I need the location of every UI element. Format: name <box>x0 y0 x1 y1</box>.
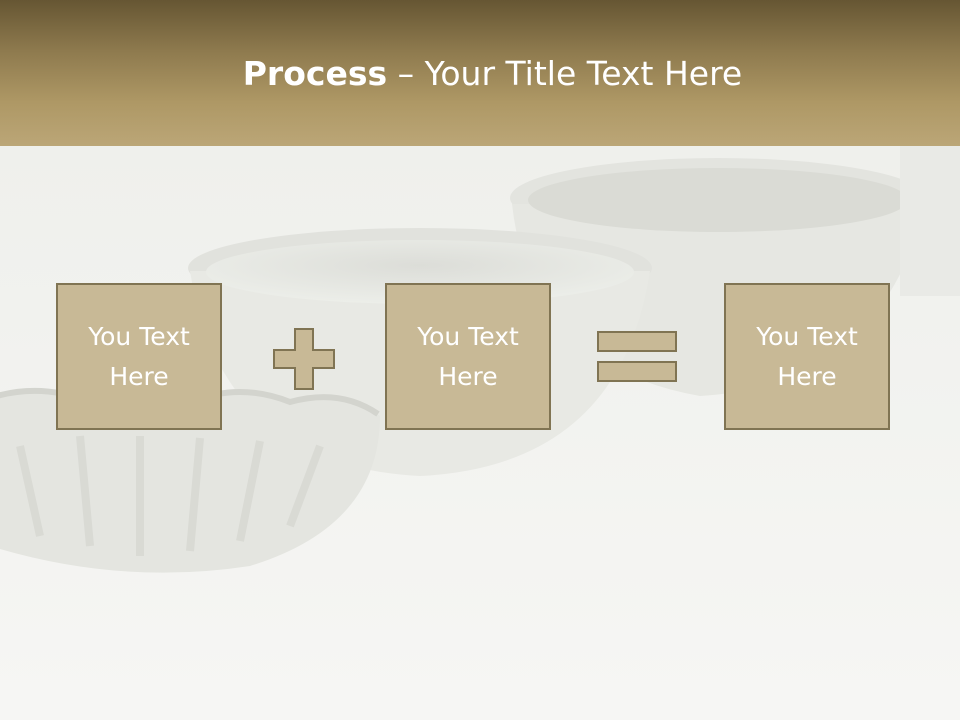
title-bold-part: Process <box>242 54 388 93</box>
equals-icon <box>597 331 677 382</box>
process-box-1[interactable]: You Text Here <box>56 283 222 430</box>
plus-icon <box>273 328 335 390</box>
title-bar: Process – Your Title Text Here <box>0 0 960 146</box>
background-photo <box>0 146 960 720</box>
title-rest-part: – Your Title Text Here <box>387 54 743 93</box>
slide-title: Process – Your Title Text Here <box>0 52 960 96</box>
process-box-3[interactable]: You Text Here <box>724 283 890 430</box>
process-box-2[interactable]: You Text Here <box>385 283 551 430</box>
